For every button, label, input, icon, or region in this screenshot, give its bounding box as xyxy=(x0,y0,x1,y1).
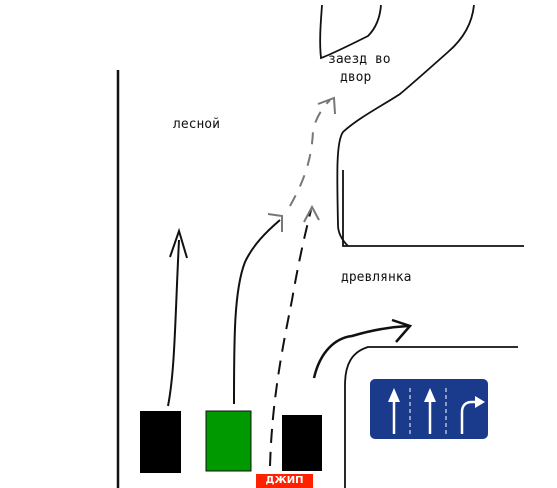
courtyard-entry-label: заезд во xyxy=(328,52,391,67)
straight-arrow-icon xyxy=(424,388,436,434)
black-car-right xyxy=(282,415,322,471)
jeep-label: ДЖИП xyxy=(256,474,313,488)
path-green-car xyxy=(233,219,281,405)
street-label-drevlyanka: древлянка xyxy=(341,270,412,285)
arrowhead-right-turn xyxy=(391,318,413,343)
corner-bottom-curb xyxy=(344,346,518,488)
street-label-lesnoy: лесной xyxy=(173,117,220,132)
courtyard-entry-label-line2: двор xyxy=(340,70,372,85)
green-car xyxy=(205,410,252,472)
arrowhead-dashed-grey xyxy=(317,96,336,115)
right-turn-arrow-icon xyxy=(460,396,485,434)
driveway-left-edge xyxy=(319,4,382,60)
black-car-left xyxy=(140,411,181,473)
arrowhead-jeep xyxy=(303,204,320,223)
straight-arrow-icon xyxy=(388,388,400,434)
arrowhead-straight xyxy=(169,227,188,259)
driveway-right-edge xyxy=(336,4,475,247)
corner-top-curb xyxy=(342,170,524,247)
path-right-turn xyxy=(312,324,409,379)
path-dashed-grey xyxy=(289,99,331,207)
lane-direction-sign xyxy=(370,379,488,439)
path-straight xyxy=(167,239,180,407)
arrowhead-green-car xyxy=(267,213,283,232)
path-jeep-dashed xyxy=(269,209,312,467)
